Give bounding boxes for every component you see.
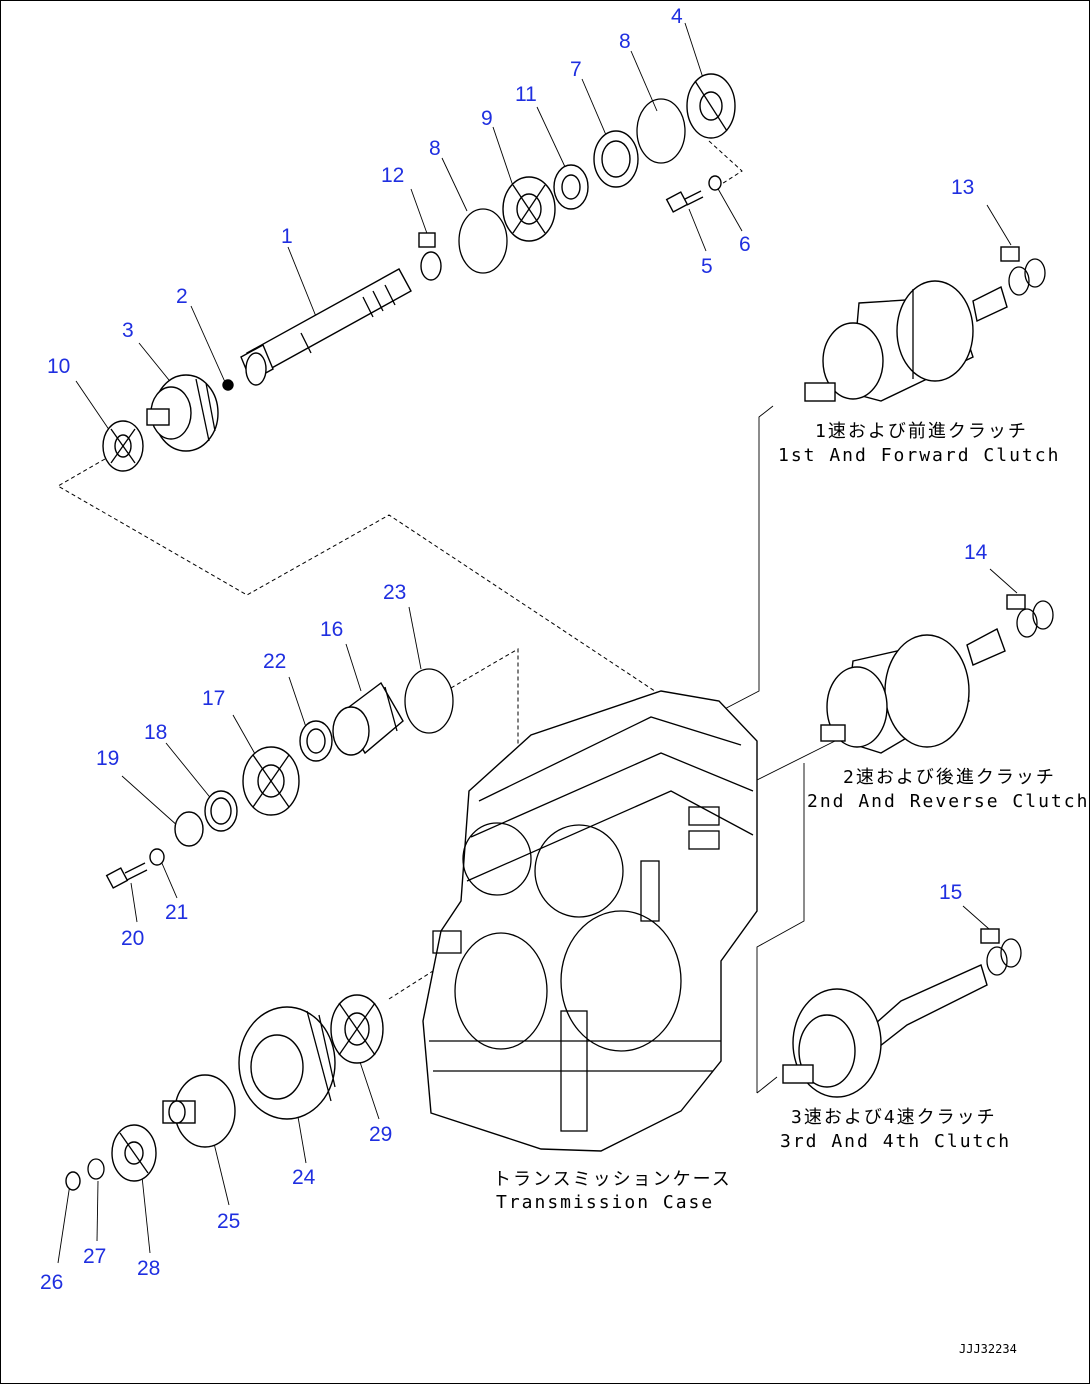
bolt-5 <box>665 190 704 213</box>
input-shaft-1 <box>240 268 412 386</box>
caption-clutch-3-en: 3rd And 4th Clutch <box>780 1131 1011 1152</box>
callout-15: 15 <box>939 881 962 904</box>
callout-5: 5 <box>701 255 713 278</box>
caption-case-en: Transmission Case <box>496 1192 714 1213</box>
seal-rings-13 <box>1000 246 1046 296</box>
callout-23: 23 <box>383 581 406 604</box>
callout-9: 9 <box>481 107 493 130</box>
washer-6 <box>708 175 722 191</box>
callout-10: 10 <box>47 355 70 378</box>
callouts: 1 2 3 4 5 6 7 8 8 9 10 11 12 13 14 15 16… <box>40 5 988 1294</box>
spacer-12 <box>418 232 442 281</box>
callout-26: 26 <box>40 1271 63 1294</box>
gear-25 <box>162 1074 236 1148</box>
callout-12: 12 <box>381 164 404 187</box>
callout-8-lower: 8 <box>429 137 441 160</box>
spacer-11 <box>553 164 589 210</box>
washer-21 <box>149 848 165 866</box>
seal-rings-15 <box>980 928 1022 976</box>
caption-clutch-2-jp: 2速および後進クラッチ <box>843 767 1056 788</box>
bearing-29 <box>330 994 384 1064</box>
seal-rings-14 <box>1006 594 1054 638</box>
shim-18 <box>204 790 238 832</box>
callout-20: 20 <box>121 927 144 950</box>
snap-ring-23 <box>404 668 454 734</box>
callout-14: 14 <box>964 541 988 564</box>
gear-3 <box>146 374 219 452</box>
nut-2 <box>222 379 234 391</box>
bearing-28 <box>111 1124 157 1182</box>
callout-29: 29 <box>369 1123 392 1146</box>
callout-6: 6 <box>739 233 751 256</box>
callout-3: 3 <box>122 319 134 342</box>
caption-clutch-1-en: 1st And Forward Clutch <box>778 445 1060 466</box>
callout-25: 25 <box>217 1210 240 1233</box>
callout-7: 7 <box>570 58 582 81</box>
alignment-lines <box>56 140 840 1094</box>
callout-1: 1 <box>281 225 293 248</box>
bearing-16 <box>332 681 404 756</box>
callout-21: 21 <box>165 901 188 924</box>
callout-19: 19 <box>96 747 119 770</box>
callout-8-upper: 8 <box>619 30 631 53</box>
clutch-assembly-2nd-reverse <box>820 628 1006 754</box>
bearing-10 <box>102 420 144 472</box>
bearing-9 <box>502 176 556 242</box>
callout-28: 28 <box>137 1257 160 1280</box>
spacer-22 <box>299 720 333 762</box>
callout-13: 13 <box>951 176 974 199</box>
captions: 1速および前進クラッチ 1st And Forward Clutch 2速および… <box>493 421 1089 1356</box>
gear-24 <box>238 1006 336 1120</box>
clutch-assembly-1st-forward <box>804 280 1008 402</box>
caption-clutch-2-en: 2nd And Reverse Clutch <box>807 791 1089 812</box>
callout-17: 17 <box>202 687 225 710</box>
snap-ring-8-lower <box>458 208 508 274</box>
callout-18: 18 <box>144 721 167 744</box>
snap-ring-8-upper <box>636 98 686 164</box>
clutch-assembly-3rd-4th <box>782 964 988 1098</box>
bolt-20 <box>105 862 148 889</box>
callout-24: 24 <box>292 1166 316 1189</box>
callout-2: 2 <box>176 285 188 308</box>
callout-22: 22 <box>263 650 286 673</box>
caption-clutch-1-jp: 1速および前進クラッチ <box>815 421 1028 442</box>
caption-clutch-3-jp: 3速および4速クラッチ <box>791 1107 997 1128</box>
caption-case-jp: トランスミッションケース <box>493 1169 732 1190</box>
drawing-id: JJJ32234 <box>959 1342 1017 1356</box>
washer-26 <box>65 1171 81 1191</box>
seal-7 <box>593 130 639 188</box>
callout-27: 27 <box>83 1245 106 1268</box>
bearing-17 <box>242 746 300 816</box>
transmission-case <box>422 690 758 1152</box>
bearing-4 <box>686 73 736 139</box>
callout-16: 16 <box>320 618 343 641</box>
leader-lines <box>57 22 1018 1264</box>
plate-19 <box>174 811 204 847</box>
callout-4: 4 <box>671 5 683 28</box>
callout-11: 11 <box>515 83 537 106</box>
snap-ring-27 <box>87 1158 105 1180</box>
